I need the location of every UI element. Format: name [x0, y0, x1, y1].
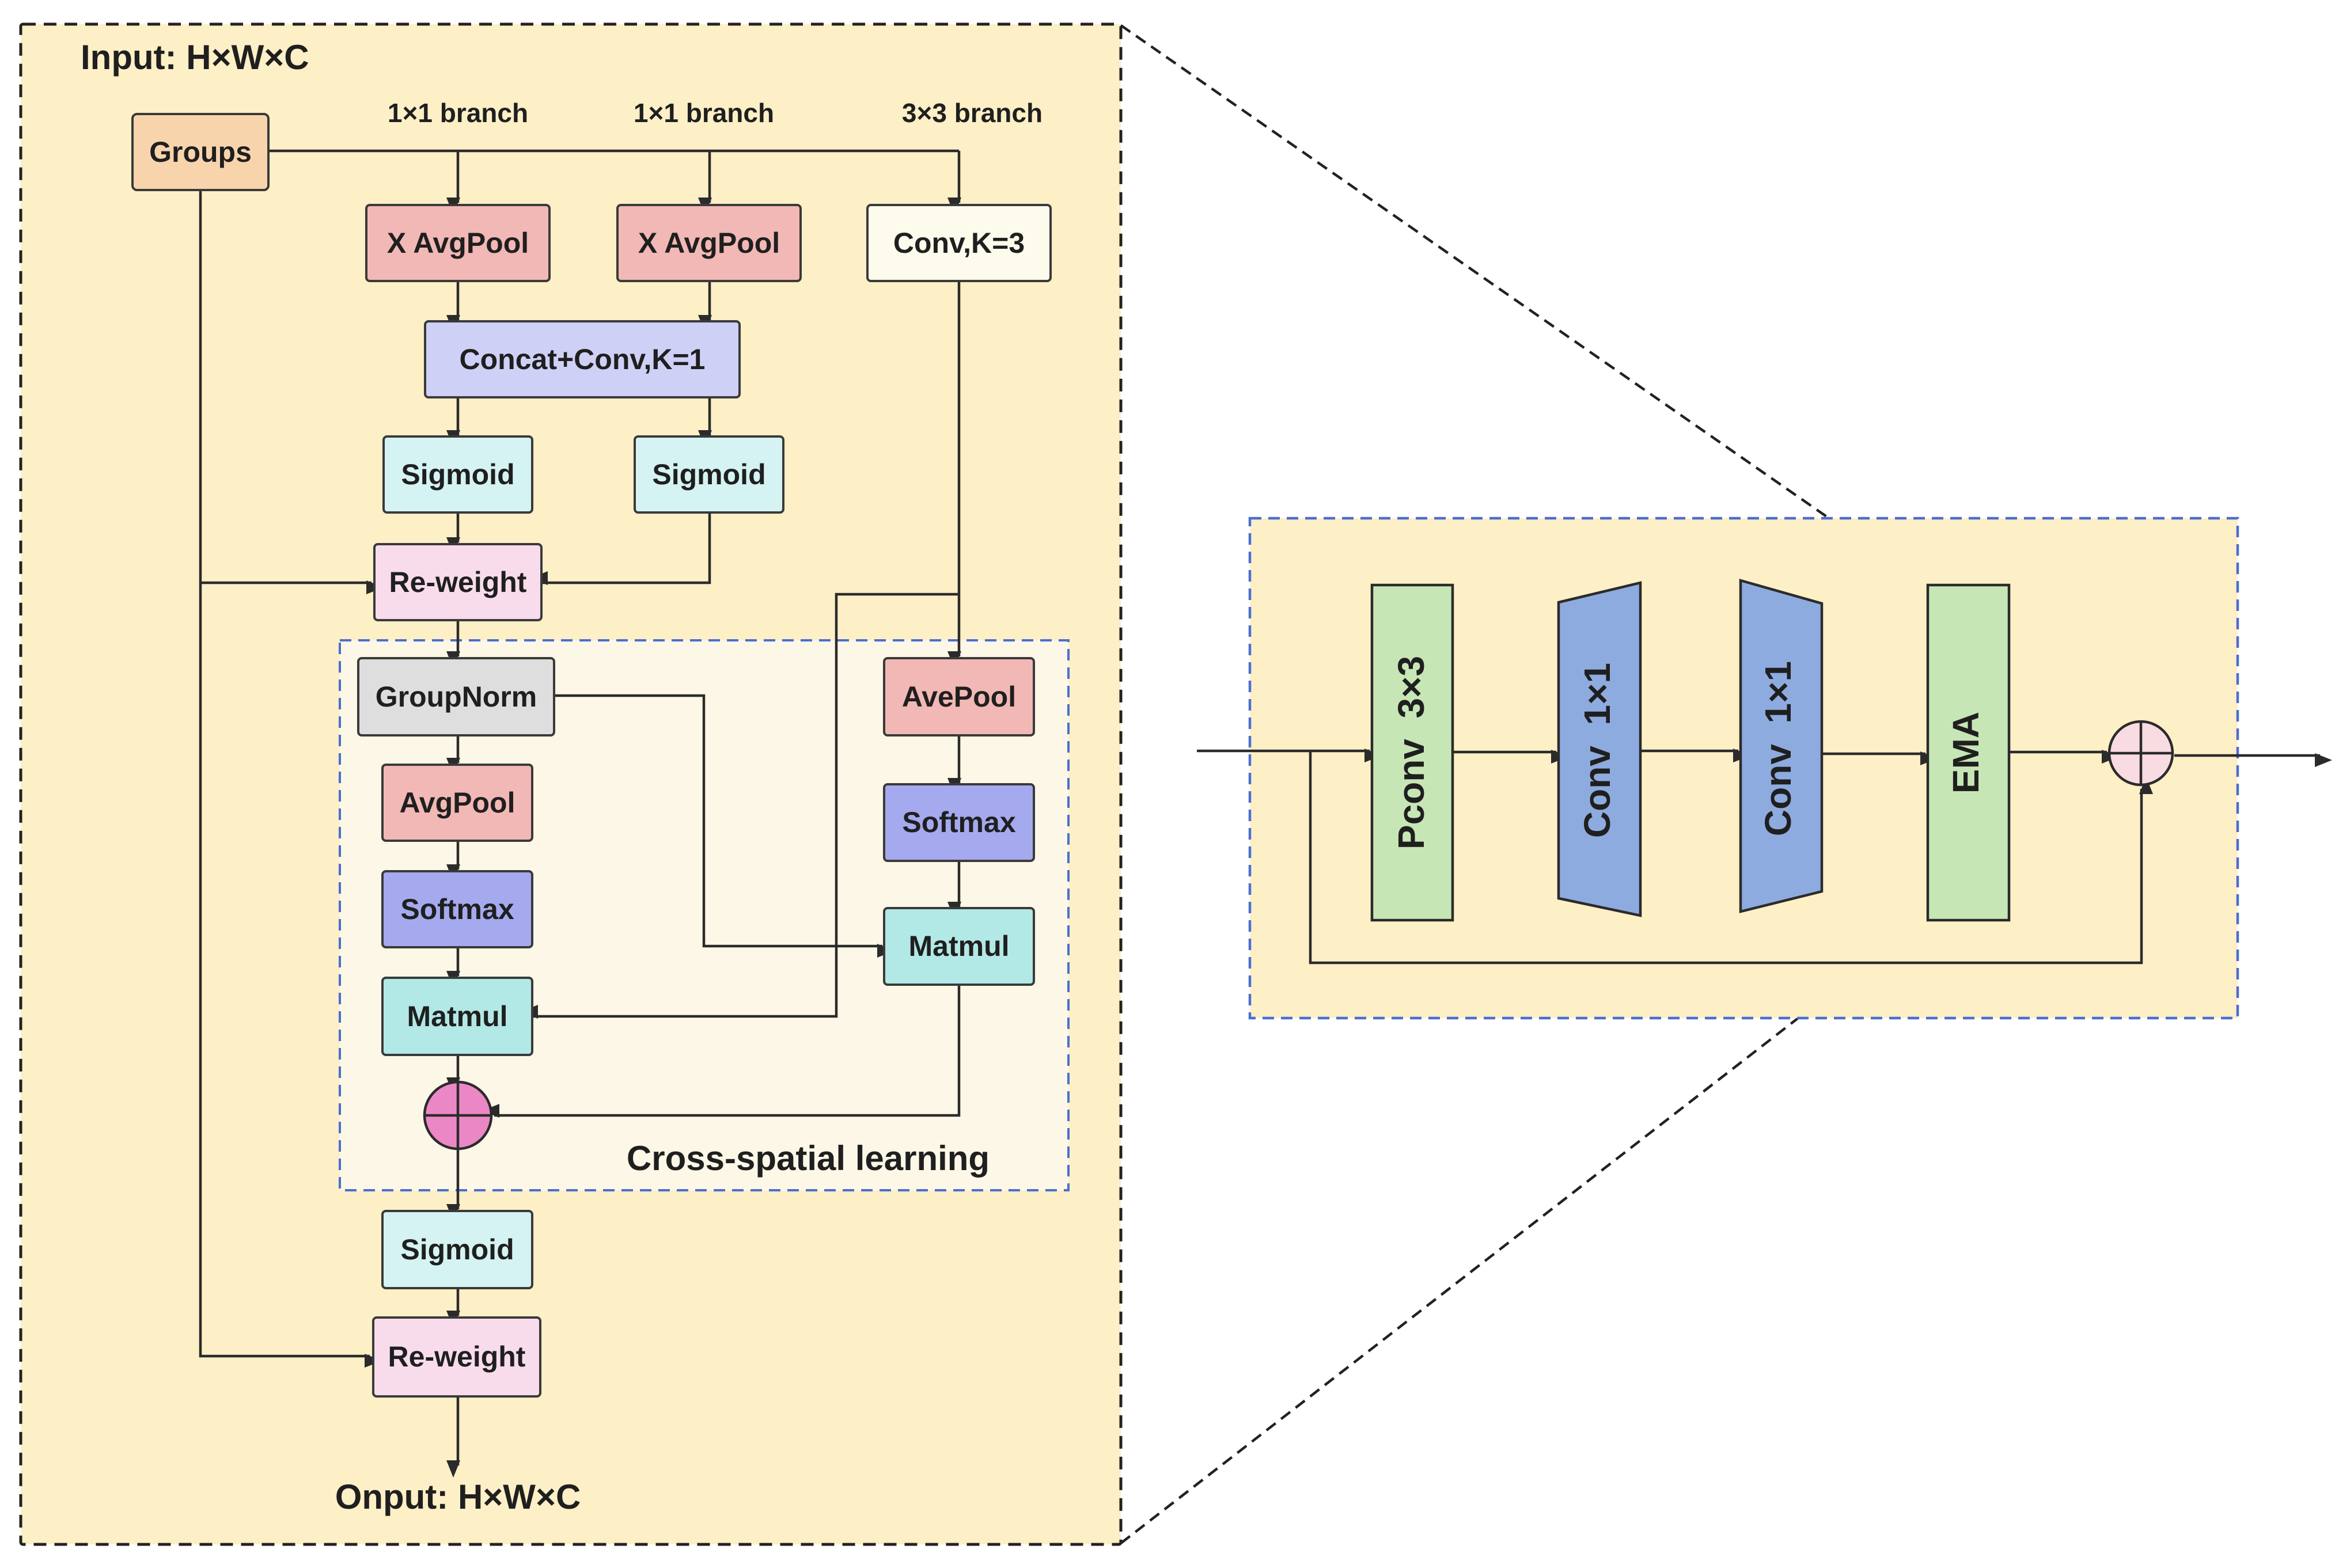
svg-text:Re-weight: Re-weight: [389, 566, 527, 598]
svg-text:AvePool: AvePool: [902, 681, 1016, 713]
zoom-line-top: [1120, 24, 1928, 587]
left-panel-edges: [199, 149, 961, 1478]
zoom-connector-lines: [1120, 24, 1928, 1544]
softmax-node-left: Softmax: [381, 870, 533, 948]
groups-node: Groups: [131, 113, 270, 191]
sigmoid-node-1: Sigmoid: [382, 435, 533, 514]
svg-text:Groups: Groups: [149, 136, 252, 168]
cross-spatial-label: Cross-spatial learning: [627, 1139, 990, 1178]
svg-text:Conv 1×1: Conv 1×1: [1576, 663, 1618, 838]
svg-text:Softmax: Softmax: [400, 893, 514, 925]
edge-matmul-right-to-add: [482, 985, 961, 1118]
svg-text:Pconv 3×3: Pconv 3×3: [1390, 656, 1432, 849]
svg-text:Conv 1×1: Conv 1×1: [1757, 661, 1799, 836]
edge-sigmoid2-to-reweight1: [530, 512, 711, 585]
ema-detail-panel: Input: H×W×C 1×1 branch 1×1 branch 3×3 b…: [19, 22, 1123, 1546]
branch-label-1: 1×1 branch: [388, 98, 528, 128]
pconv-block: Pconv 3×3: [1370, 583, 1454, 922]
edge-residual-skip: [1309, 751, 2153, 965]
svg-text:Concat+Conv,K=1: Concat+Conv,K=1: [460, 343, 706, 375]
svg-text:Re-weight: Re-weight: [388, 1341, 526, 1373]
reweight-node-1: Re-weight: [373, 543, 543, 621]
svg-text:X AvgPool: X AvgPool: [638, 227, 780, 259]
branch-label-3: 3×3 branch: [902, 98, 1043, 128]
softmax-node-right: Softmax: [883, 783, 1035, 862]
matmul-node-right: Matmul: [883, 907, 1035, 986]
svg-text:Sigmoid: Sigmoid: [401, 458, 514, 491]
conv-1x1-block-2: Conv 1×1: [1739, 579, 1824, 913]
groupnorm-node: GroupNorm: [357, 657, 555, 736]
svg-text:GroupNorm: GroupNorm: [376, 681, 537, 713]
edge-groupnorm-to-matmul-right: [554, 694, 894, 958]
svg-text:Softmax: Softmax: [902, 806, 1015, 838]
reweight-node-2: Re-weight: [372, 1316, 541, 1398]
avgpool-node: AvgPool: [381, 764, 533, 842]
conv-k3-node: Conv,K=3: [866, 204, 1052, 282]
svg-text:EMA: EMA: [1945, 712, 1987, 794]
add-icon-left: [423, 1080, 493, 1151]
svg-text:Conv,K=3: Conv,K=3: [893, 227, 1025, 259]
sigmoid-node-3: Sigmoid: [381, 1210, 533, 1289]
edge-conv-k3-to-matmul-left: [521, 593, 959, 1019]
right-panel-edges: [1197, 749, 2332, 965]
x-avgpool-node-1: X AvgPool: [365, 204, 551, 282]
svg-text:Sigmoid: Sigmoid: [400, 1233, 514, 1266]
block-overview-panel: Pconv 3×3 Conv 1×1 Conv 1×1 EMA: [1197, 517, 2332, 1020]
svg-text:AvgPool: AvgPool: [400, 787, 515, 819]
add-icon-right: [2107, 720, 2174, 787]
concat-conv-node: Concat+Conv,K=1: [424, 320, 741, 398]
svg-text:Matmul: Matmul: [909, 930, 1010, 962]
svg-text:X AvgPool: X AvgPool: [387, 227, 529, 259]
matmul-node-left: Matmul: [381, 977, 533, 1056]
sigmoid-node-2: Sigmoid: [634, 435, 784, 514]
input-label: Input: H×W×C: [81, 38, 309, 77]
branch-label-2: 1×1 branch: [634, 98, 774, 128]
edge-groups-skip: [199, 190, 382, 1368]
svg-text:Sigmoid: Sigmoid: [652, 458, 765, 491]
ema-block: EMA: [1926, 583, 2011, 922]
output-label: Onput: H×W×C: [335, 1478, 581, 1516]
avepool-node: AvePool: [883, 657, 1035, 736]
zoom-line-bottom: [1120, 917, 1928, 1544]
svg-text:Matmul: Matmul: [407, 1000, 508, 1032]
conv-1x1-block-1: Conv 1×1: [1557, 581, 1642, 917]
x-avgpool-node-2: X AvgPool: [616, 204, 802, 282]
